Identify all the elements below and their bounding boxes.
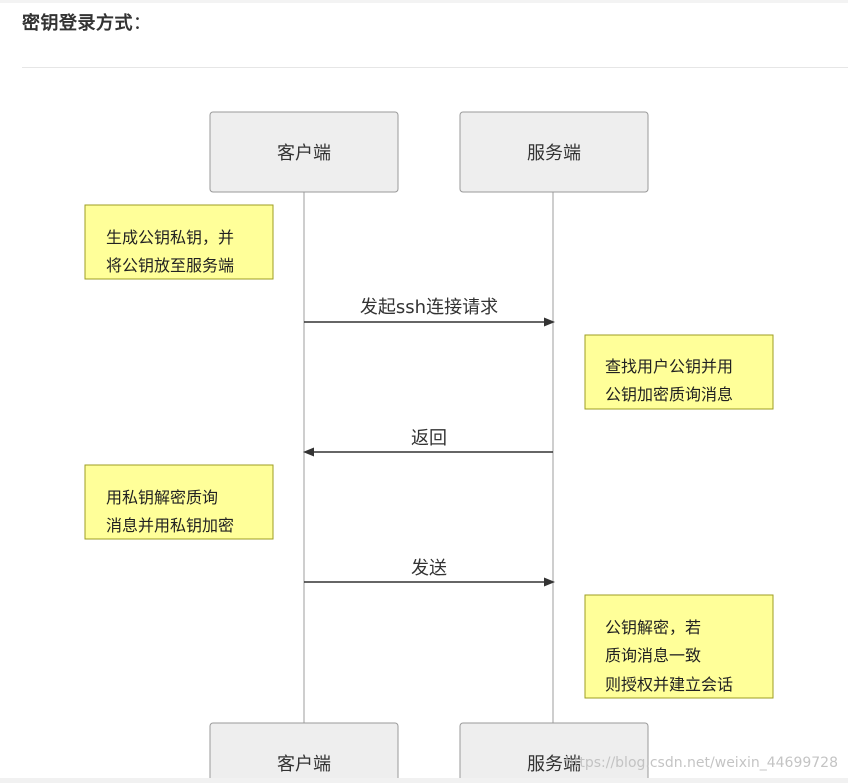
note-generate-keys-line-2: 将公钥放至服务端: [106, 256, 234, 275]
participant-server-bottom-label: 服务端: [527, 754, 581, 775]
message-send: 发送: [304, 558, 555, 587]
note-generate-keys: 生成公钥私钥，并 将公钥放至服务端: [84, 204, 274, 280]
note-find-pubkey-line-1: 查找用户公钥并用: [605, 357, 733, 376]
participant-client-bottom-label: 客户端: [277, 754, 331, 775]
note-verify-line-1: 公钥解密，若: [605, 618, 701, 637]
message-return: 返回: [303, 428, 553, 457]
participant-client-bottom: 客户端: [209, 722, 399, 783]
note-find-pubkey-line-2: 公钥加密质询消息: [605, 385, 733, 404]
note-decrypt-line-2: 消息并用私钥加密: [106, 516, 234, 535]
heading-colon: ：: [133, 13, 152, 33]
arrow-head-right: [544, 577, 555, 587]
participant-server-bottom: 服务端: [459, 722, 649, 783]
note-verify-line-3: 则授权并建立会话: [605, 675, 733, 694]
heading-title: 密钥登录方式: [22, 13, 133, 33]
arrow-head-left: [303, 447, 314, 457]
arrow-head-right: [544, 317, 555, 327]
section-heading: 密钥登录方式：: [22, 9, 152, 35]
watermark: https://blog.csdn.net/weixin_44699728: [564, 755, 838, 771]
participant-client-top-label: 客户端: [277, 143, 331, 164]
message-return-label: 返回: [411, 428, 447, 449]
note-decrypt: 用私钥解密质询 消息并用私钥加密: [84, 464, 274, 540]
note-generate-keys-line-1: 生成公钥私钥，并: [106, 228, 234, 247]
message-request-label: 发起ssh连接请求: [360, 297, 498, 318]
note-verify: 公钥解密，若 质询消息一致 则授权并建立会话: [584, 594, 774, 699]
heading-divider: [22, 67, 848, 68]
top-strip: [0, 0, 848, 3]
participant-server-top-label: 服务端: [527, 143, 581, 164]
message-send-label: 发送: [411, 558, 447, 579]
note-find-pubkey: 查找用户公钥并用 公钥加密质询消息: [584, 334, 774, 410]
note-decrypt-line-1: 用私钥解密质询: [106, 488, 218, 507]
bottom-strip: [0, 778, 848, 783]
participant-client-top: 客户端: [209, 111, 399, 193]
message-request: 发起ssh连接请求: [304, 297, 555, 327]
participant-server-top: 服务端: [459, 111, 649, 193]
note-verify-line-2: 质询消息一致: [605, 646, 701, 665]
